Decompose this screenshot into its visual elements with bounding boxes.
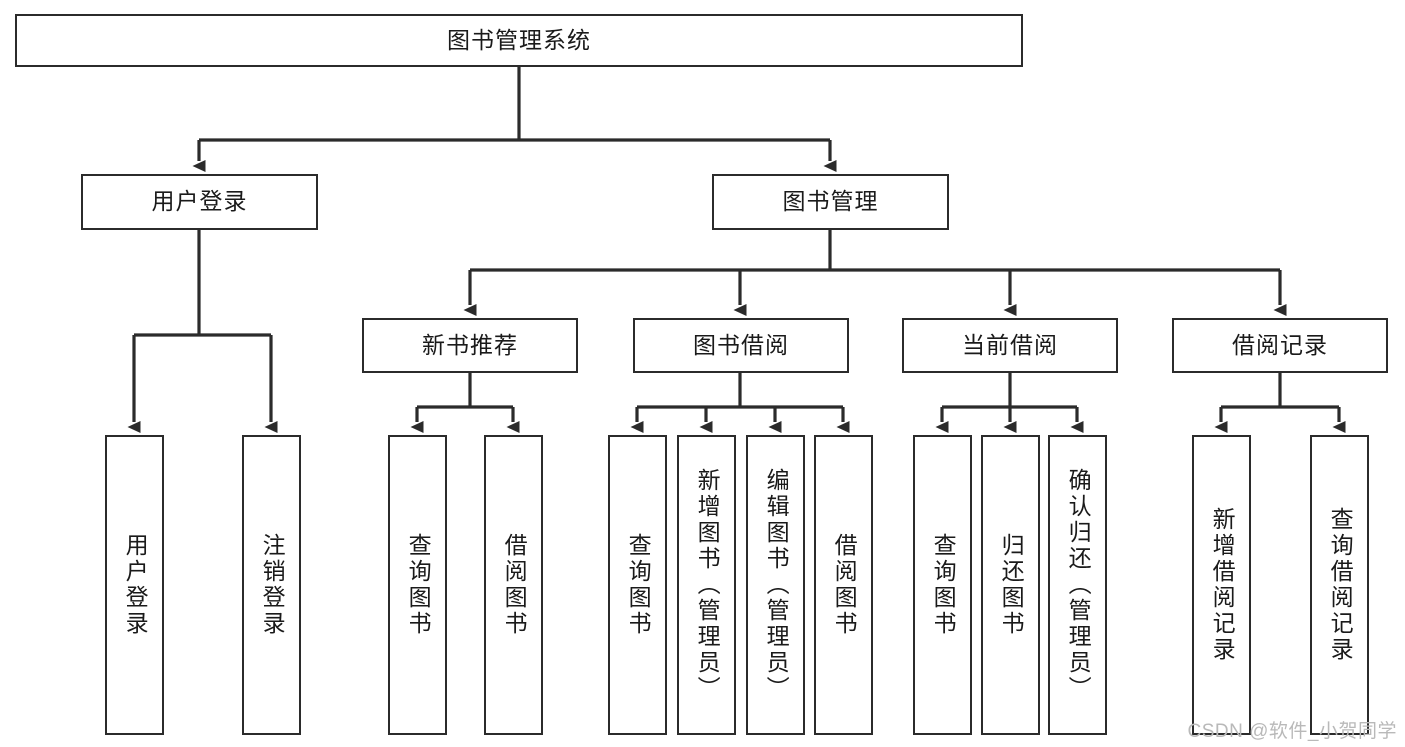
node-leaf-query-record[interactable]: 查询借阅记录 — [1310, 435, 1369, 735]
book-management-to-level3-connectors — [463, 230, 1287, 316]
node-borrow-record[interactable]: 借阅记录 — [1172, 318, 1388, 373]
node-user-login[interactable]: 用户登录 — [81, 174, 318, 230]
leaf-label: 借阅图书 — [501, 533, 528, 637]
node-leaf-edit-book[interactable]: 编辑图书（管理员） — [746, 435, 805, 735]
node-current-borrow[interactable]: 当前借阅 — [902, 318, 1118, 373]
leaf-label: 新增图书（管理员） — [694, 468, 721, 702]
leaf-label: 查询图书 — [405, 533, 432, 637]
node-leaf-query-book-2[interactable]: 查询图书 — [608, 435, 667, 735]
node-leaf-return-book[interactable]: 归还图书 — [981, 435, 1040, 735]
leaf-label: 编辑图书（管理员） — [763, 468, 790, 702]
csdn-watermark: CSDN @软件_小贺同学 — [1187, 721, 1397, 742]
leaf-label: 借阅图书 — [831, 533, 858, 637]
new-book-recommend-to-leaves-connectors — [410, 373, 520, 433]
node-new-book-recommend[interactable]: 新书推荐 — [362, 318, 578, 373]
book-borrow-to-leaves-connectors — [630, 373, 850, 433]
node-leaf-user-logout[interactable]: 注销登录 — [242, 435, 301, 735]
node-leaf-add-book[interactable]: 新增图书（管理员） — [677, 435, 736, 735]
borrow-record-to-leaves-connectors — [1214, 373, 1346, 433]
leaf-label: 确认归还（管理员） — [1065, 468, 1092, 702]
node-root-system[interactable]: 图书管理系统 — [15, 14, 1023, 67]
leaf-label: 用户登录 — [122, 533, 149, 637]
current-borrow-to-leaves-connectors — [935, 373, 1084, 433]
node-leaf-query-book-1[interactable]: 查询图书 — [388, 435, 447, 735]
leaf-label: 新增借阅记录 — [1209, 507, 1236, 663]
node-leaf-borrow-book-1[interactable]: 借阅图书 — [484, 435, 543, 735]
node-book-management[interactable]: 图书管理 — [712, 174, 949, 230]
leaf-label: 查询借阅记录 — [1327, 507, 1354, 663]
node-leaf-query-book-3[interactable]: 查询图书 — [913, 435, 972, 735]
node-leaf-borrow-book-2[interactable]: 借阅图书 — [814, 435, 873, 735]
leaf-label: 归还图书 — [998, 533, 1025, 637]
node-leaf-add-record[interactable]: 新增借阅记录 — [1192, 435, 1251, 735]
node-leaf-user-login[interactable]: 用户登录 — [105, 435, 164, 735]
node-book-borrow[interactable]: 图书借阅 — [633, 318, 849, 373]
leaf-label: 查询图书 — [625, 533, 652, 637]
leaf-label: 注销登录 — [259, 533, 286, 637]
user-login-to-leaves-connectors — [127, 230, 278, 433]
root-to-level2-connectors — [192, 67, 837, 172]
leaf-label: 查询图书 — [930, 533, 957, 637]
node-leaf-confirm-return[interactable]: 确认归还（管理员） — [1048, 435, 1107, 735]
